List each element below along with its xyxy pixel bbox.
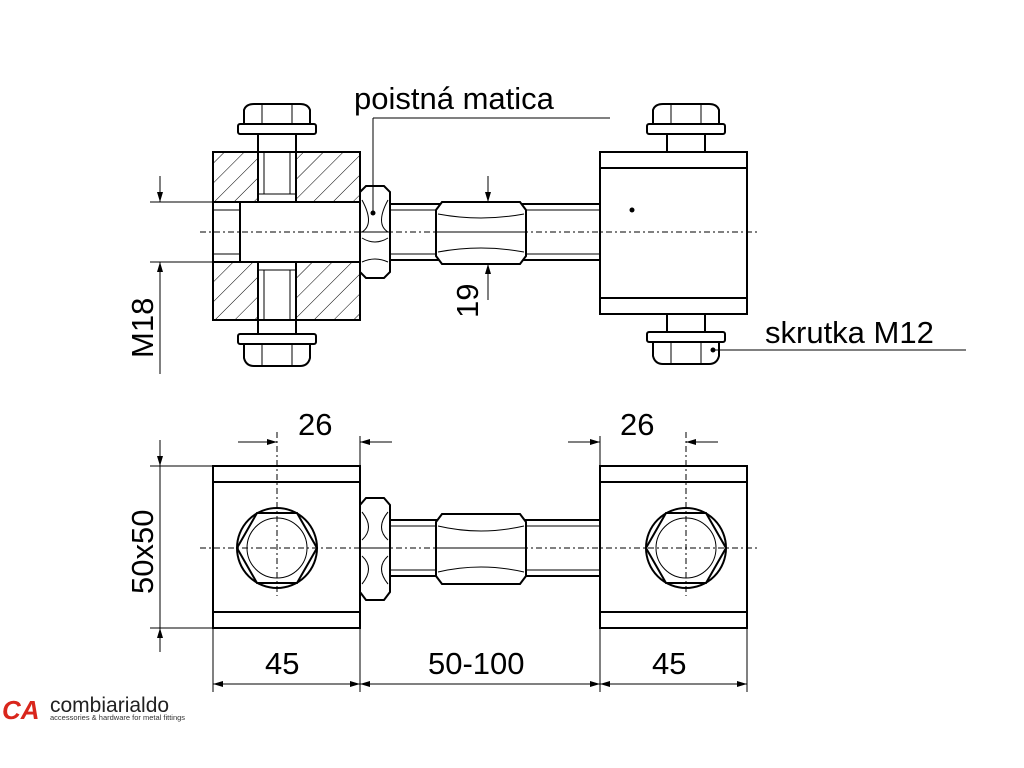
nut-width-label: 19 <box>450 284 485 318</box>
front-view: 26 26 50x50 45 <box>125 407 760 692</box>
top-view: poistná matica skrutka M12 M18 19 <box>125 81 966 374</box>
bottom-dimensions: 45 50-100 45 <box>212 628 748 692</box>
lock-nut-callout: poistná matica <box>354 81 610 213</box>
block-width-right-label: 45 <box>652 646 686 681</box>
thread-size-label: M18 <box>125 298 160 358</box>
bolt-spacing-right-label: 26 <box>620 407 654 442</box>
right-block-top <box>599 151 748 315</box>
brand-tagline: accessories & hardware for metal fitting… <box>50 713 185 722</box>
left-block-section <box>212 151 361 321</box>
block-width-left-label: 45 <box>265 646 299 681</box>
nut-width-dimension: 19 <box>450 176 491 318</box>
left-block-front <box>212 465 361 629</box>
thread-dimension: M18 <box>125 176 213 374</box>
left-bottom-screw <box>237 319 317 367</box>
right-block-front <box>599 465 748 629</box>
coupling-nut-front <box>435 513 527 585</box>
bolt-spacing-left-dimension: 26 <box>238 407 392 466</box>
left-top-screw <box>237 103 317 153</box>
block-section-dimension: 50x50 <box>125 440 213 652</box>
lock-nut-front <box>359 497 391 601</box>
right-bottom-screw <box>646 313 726 365</box>
bolt-spacing-left-label: 26 <box>298 407 332 442</box>
brand-mark: CA <box>2 695 40 725</box>
adjust-range-label: 50-100 <box>428 646 525 681</box>
brand-logo: CA combiarialdo accessories & hardware f… <box>2 694 185 725</box>
block-section-label: 50x50 <box>125 510 160 594</box>
screw-callout: skrutka M12 <box>713 315 966 351</box>
brand-name: combiarialdo <box>50 694 169 717</box>
bolt-spacing-right-dimension: 26 <box>568 407 718 466</box>
lock-nut-label: poistná matica <box>354 81 555 116</box>
coupling-nut-top <box>435 201 527 265</box>
screw-label: skrutka M12 <box>765 315 934 350</box>
right-top-screw <box>646 103 726 153</box>
